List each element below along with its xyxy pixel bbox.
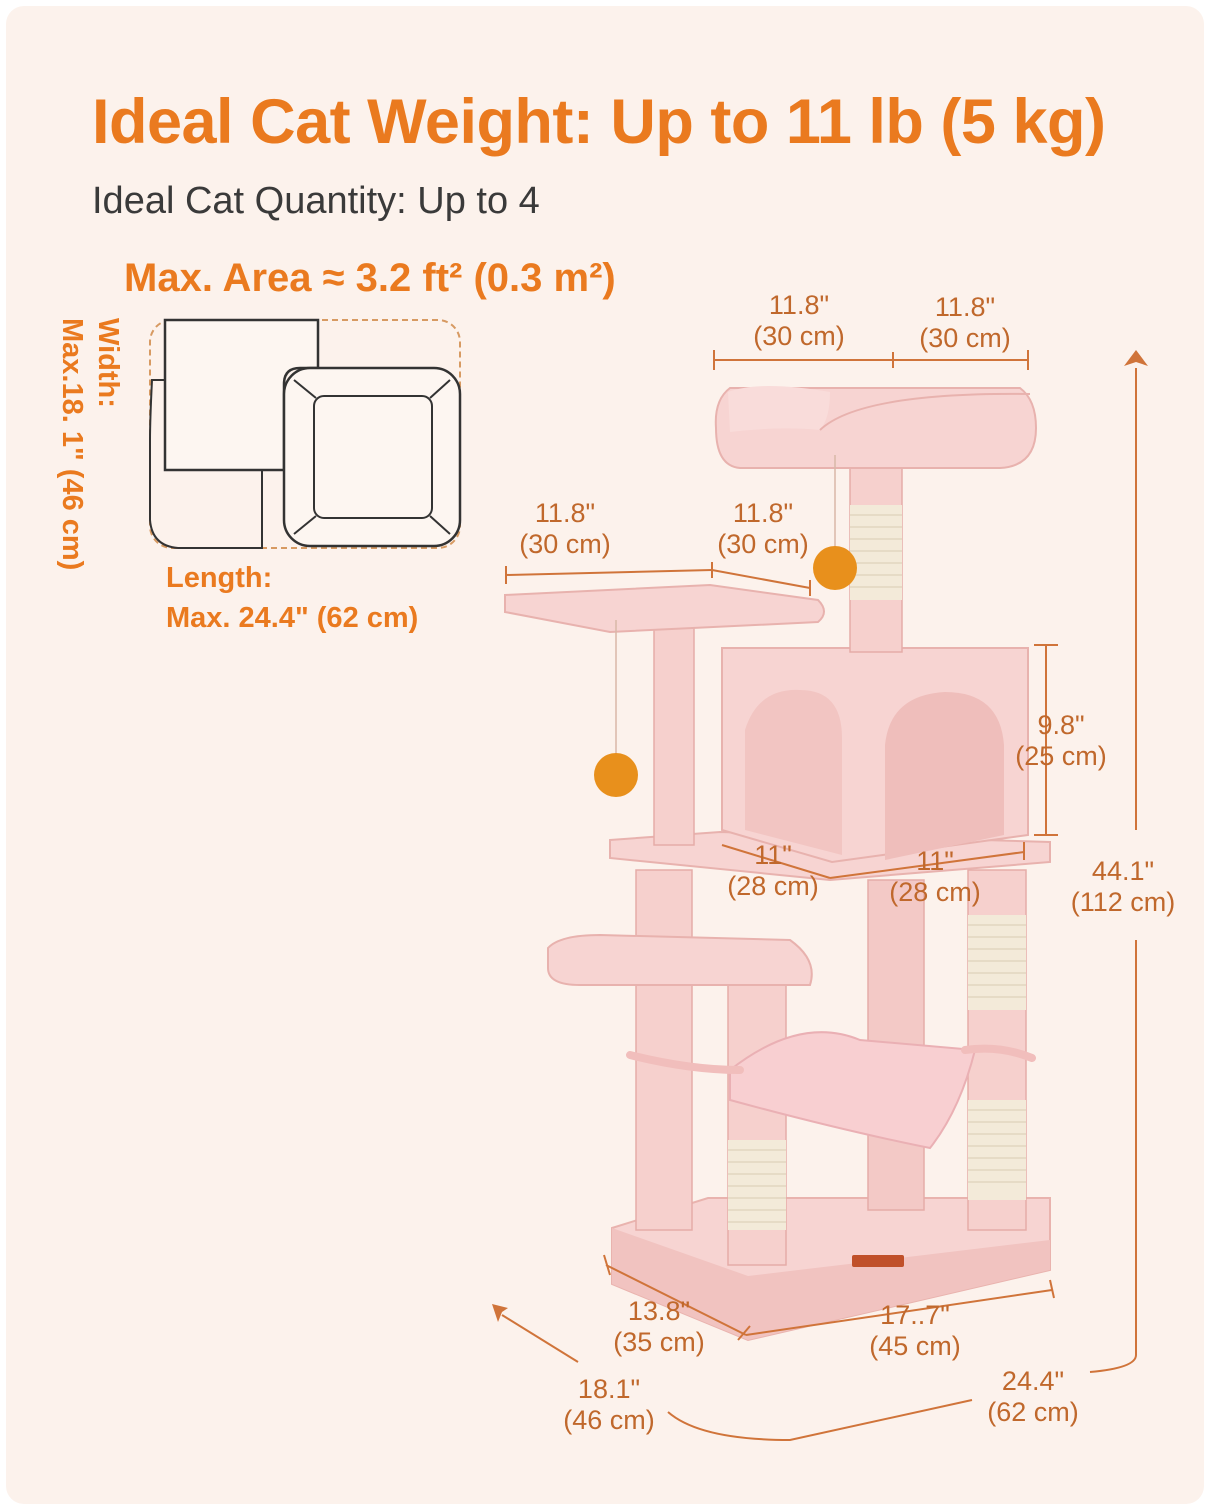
dim-base-width: 17..7"(45 cm)	[869, 1300, 961, 1361]
dim-base-depth: 13.8"(35 cm)	[613, 1296, 705, 1357]
max-area-title: Max. Area ≈ 3.2 ft² (0.3 m²)	[124, 256, 616, 300]
cat-tree	[504, 386, 1051, 1342]
footprint-length-label: Length: Max. 24.4" (62 cm)	[166, 562, 419, 634]
dim-overall-depth: 18.1"(46 cm)	[563, 1374, 655, 1435]
dim-top-perch-right: 11.8"(30 cm)	[919, 292, 1011, 353]
dimension-arrows	[492, 350, 1148, 1322]
footprint-width-label: Width: Max.18. 1" (46 cm)	[56, 318, 124, 571]
dim-upper-platform-left: 11.8"(30 cm)	[519, 498, 611, 559]
dim-condo-left: 11"(28 cm)	[727, 840, 819, 901]
arrow-diagonal-icon	[492, 1304, 508, 1322]
dim-top-perch-left: 11.8"(30 cm)	[753, 290, 845, 351]
dimension-lines	[501, 350, 1137, 1442]
dim-condo-height: 9.8"(25 cm)	[1015, 710, 1107, 771]
footprint-diagram	[149, 318, 462, 549]
dim-upper-platform-right: 11.8"(30 cm)	[717, 498, 809, 559]
toy-ball	[813, 546, 857, 590]
dim-total-height: 44.1"(112 cm)	[1070, 856, 1176, 917]
page-title: Ideal Cat Weight: Up to 11 lb (5 kg)	[92, 87, 1106, 157]
cat-quantity-text: Ideal Cat Quantity: Up to 4	[92, 180, 540, 222]
dim-overall-width: 24.4"(62 cm)	[987, 1366, 1079, 1427]
arrow-up-icon	[1124, 350, 1148, 366]
dim-condo-right: 11"(28 cm)	[889, 846, 981, 907]
brand-tag	[852, 1255, 904, 1267]
toy-ball	[594, 753, 638, 797]
